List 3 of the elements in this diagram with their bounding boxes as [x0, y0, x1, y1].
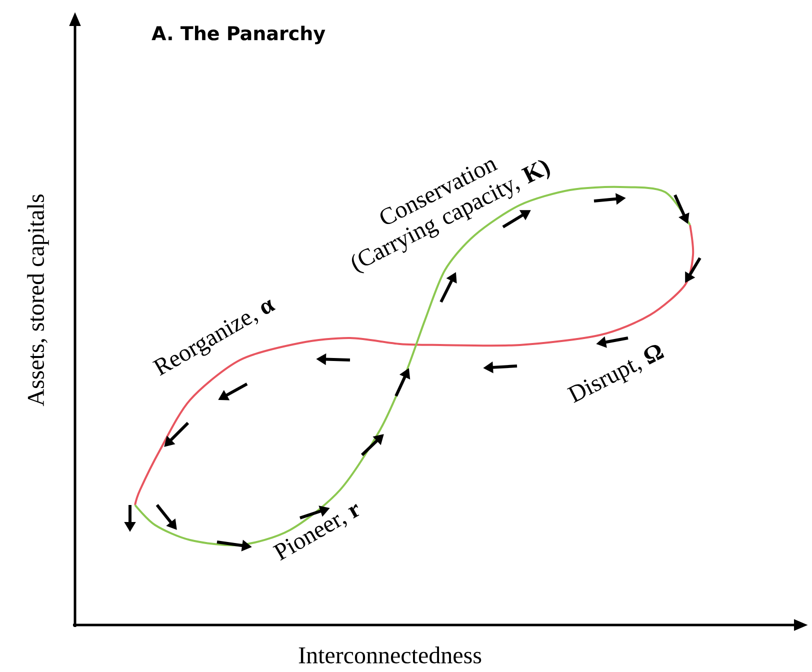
title: A. The Panarchy: [152, 26, 326, 44]
axis-label: Interconnectedness: [298, 646, 482, 664]
axis-label: Assets, stored capitals: [27, 194, 49, 406]
